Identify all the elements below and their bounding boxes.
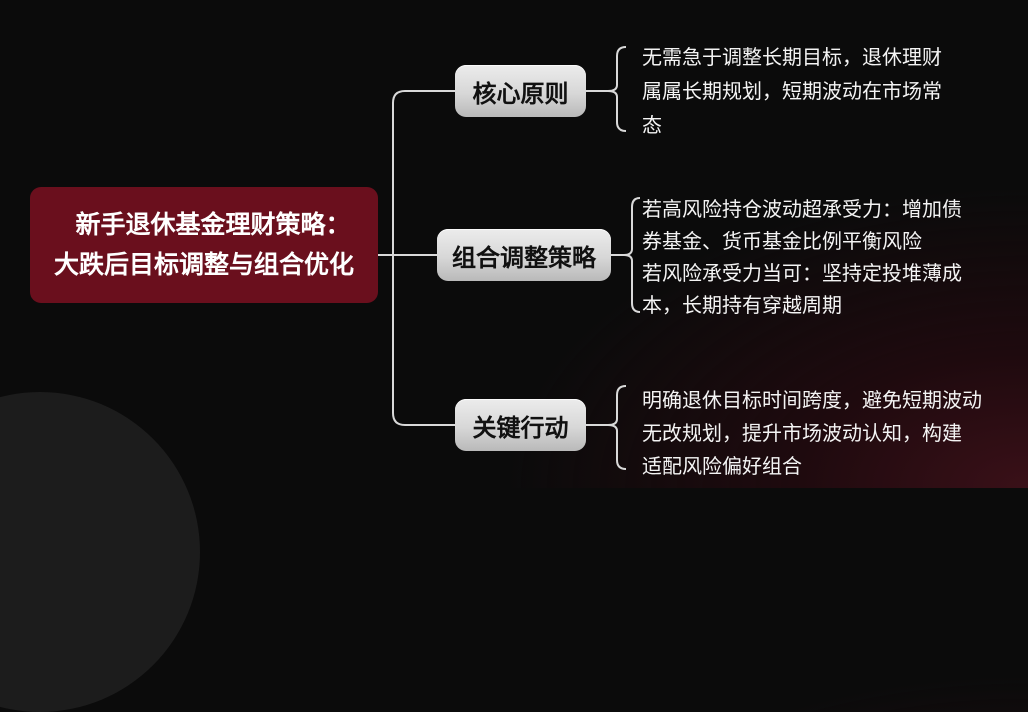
detail-line: 券基金、货币基金比例平衡风险 [642,229,922,253]
detail-line: 明确退休目标时间跨度，避免短期波动 [642,388,982,412]
detail-block-key-actions: 明确退休目标时间跨度，避免短期波动 无改规划，提升市场波动认知，构建 适配风险偏… [642,384,982,483]
trunk-connector [392,90,455,426]
brace-2 [623,197,641,313]
detail-line: 适配风险偏好组合 [642,454,802,478]
brace-3 [607,385,627,470]
branch-label: 组合调整策略 [452,243,596,272]
detail-line: 无需急于调整长期目标，退休理财 [642,45,942,69]
branch-node-key-actions[interactable]: 关键行动 [455,399,586,451]
brace-1 [607,46,627,132]
root-topic[interactable]: 新手退休基金理财策略： 大跌后目标调整与组合优化 [30,187,378,303]
detail-line: 无改规划，提升市场波动认知，构建 [642,421,962,445]
detail-line: 态 [642,113,662,137]
detail-line: 本，长期持有穿越周期 [642,293,842,317]
branch-label: 核心原则 [472,79,569,108]
connector-lines [378,46,641,470]
branch-node-core-principle[interactable]: 核心原则 [455,65,586,117]
detail-line: 若高风险持仓波动超承受力：增加债 [642,197,962,221]
detail-block-core-principle: 无需急于调整长期目标，退休理财 属属长期规划，短期波动在市场常 态 [642,40,942,142]
branch-node-portfolio-strategy[interactable]: 组合调整策略 [437,229,611,281]
branch-label: 关键行动 [472,413,569,442]
root-title-line1: 新手退休基金理财策略： [75,210,351,239]
detail-block-portfolio-strategy: 若高风险持仓波动超承受力：增加债 券基金、货币基金比例平衡风险 若风险承受力当可… [642,193,962,321]
root-title-line2: 大跌后目标调整与组合优化 [53,250,354,279]
detail-line: 属属长期规划，短期波动在市场常 [642,79,942,103]
detail-line: 若风险承受力当可：坚持定投堆薄成 [642,261,962,285]
